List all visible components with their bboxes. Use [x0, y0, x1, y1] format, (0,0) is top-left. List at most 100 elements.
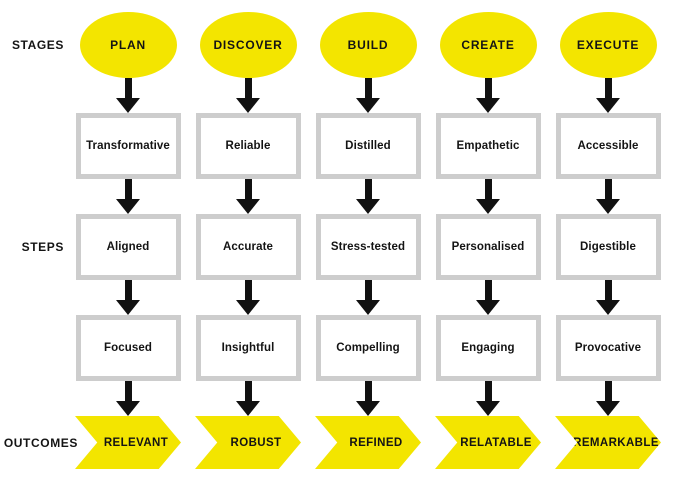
arrow-head — [596, 401, 620, 416]
step-label: Accessible — [577, 140, 639, 152]
step-label: Personalised — [451, 241, 525, 253]
arrow-down-icon — [236, 381, 260, 416]
arrow-down-icon — [356, 280, 380, 315]
step-box: Compelling — [315, 315, 421, 381]
arrow-stem — [484, 381, 492, 401]
stages-label: STAGES — [11, 38, 64, 52]
stage-column-discover: DISCOVER Reliable Accurate Insightful RO — [188, 12, 308, 469]
step-box: Stress-tested — [315, 214, 421, 280]
stage-column-build: BUILD Distilled Stress-tested Compelling — [308, 12, 428, 469]
arrow-stem — [124, 179, 132, 199]
step-label: Accurate — [222, 241, 274, 253]
stage-label: BUILD — [347, 38, 389, 52]
arrow-head — [116, 401, 140, 416]
stage-column-execute: EXECUTE Accessible Digestible Provocativ… — [548, 12, 668, 469]
outcomes-label-slot: OUTCOMES — [0, 416, 78, 469]
arrow-down-icon — [596, 381, 620, 416]
arrow-stem — [364, 381, 372, 401]
arrow-stem — [604, 179, 612, 199]
arrow-head — [116, 199, 140, 214]
arrow-head — [596, 300, 620, 315]
arrow-stem — [244, 280, 252, 300]
outcome-chevron: RELATABLE — [435, 416, 541, 469]
arrow-down-icon — [236, 78, 260, 113]
outcome-chevron: ROBUST — [195, 416, 301, 469]
arrow-stem — [364, 78, 372, 98]
arrow-down-icon — [116, 78, 140, 113]
arrow-head — [236, 401, 260, 416]
arrow-head — [116, 300, 140, 315]
step-label: Engaging — [461, 342, 515, 354]
arrow-head — [596, 199, 620, 214]
stage-ellipse: DISCOVER — [199, 12, 297, 78]
stage-label: PLAN — [110, 38, 146, 52]
arrow-stem — [364, 179, 372, 199]
arrow-head — [356, 300, 380, 315]
arrow-stem — [604, 78, 612, 98]
arrow-stem — [124, 78, 132, 98]
step-label: Focused — [104, 342, 152, 354]
step-label: Digestible — [580, 241, 636, 253]
arrow-stem — [604, 381, 612, 401]
step-label: Stress-tested — [330, 241, 406, 253]
step-label: Provocative — [574, 342, 642, 354]
arrow-down-icon — [236, 179, 260, 214]
step-box: Transformative — [75, 113, 181, 179]
step-box: Reliable — [195, 113, 301, 179]
stage-column-create: CREATE Empathetic Personalised Engaging — [428, 12, 548, 469]
diagram-grid: STAGES STEPS OUTCOMES PLAN Transformativ… — [0, 12, 668, 469]
arrow-down-icon — [116, 280, 140, 315]
step-box: Engaging — [435, 315, 541, 381]
steps-label: STEPS — [21, 240, 64, 254]
step-box: Digestible — [555, 214, 661, 280]
arrow-down-icon — [476, 179, 500, 214]
step-label: Compelling — [336, 342, 400, 354]
arrow-head — [476, 401, 500, 416]
step-label: Transformative — [86, 140, 170, 152]
outcome-label: RELEVANT — [103, 436, 169, 449]
arrow-head — [476, 98, 500, 113]
stage-label: EXECUTE — [576, 38, 640, 52]
step-label: Reliable — [225, 140, 271, 152]
arrow-down-icon — [356, 179, 380, 214]
stage-ellipse: EXECUTE — [559, 12, 657, 78]
arrow-head — [236, 199, 260, 214]
arrow-down-icon — [236, 280, 260, 315]
arrow-head — [236, 300, 260, 315]
step-box: Insightful — [195, 315, 301, 381]
arrow-down-icon — [596, 179, 620, 214]
arrow-down-icon — [476, 78, 500, 113]
arrow-down-icon — [476, 280, 500, 315]
step-box: Distilled — [315, 113, 421, 179]
arrow-head — [596, 98, 620, 113]
arrow-stem — [484, 78, 492, 98]
step-box: Accessible — [555, 113, 661, 179]
stage-column-plan: PLAN Transformative Aligned Focused RELE — [68, 12, 188, 469]
step-box: Provocative — [555, 315, 661, 381]
step-box: Accurate — [195, 214, 301, 280]
arrow-head — [116, 98, 140, 113]
arrow-down-icon — [596, 280, 620, 315]
arrow-head — [356, 98, 380, 113]
arrow-head — [356, 199, 380, 214]
stage-ellipse: CREATE — [439, 12, 537, 78]
outcome-chevron: RELEVANT — [75, 416, 181, 469]
stage-ellipse: BUILD — [319, 12, 417, 78]
arrow-stem — [244, 381, 252, 401]
spacer — [0, 78, 68, 214]
step-label: Insightful — [221, 342, 275, 354]
stages-label-slot: STAGES — [0, 12, 68, 78]
steps-label-slot: STEPS — [0, 214, 68, 280]
step-label: Empathetic — [456, 140, 520, 152]
step-box: Aligned — [75, 214, 181, 280]
step-label: Aligned — [106, 241, 150, 253]
stage-label: DISCOVER — [213, 38, 283, 52]
arrow-down-icon — [356, 381, 380, 416]
step-box: Focused — [75, 315, 181, 381]
outcomes-label: OUTCOMES — [3, 435, 78, 450]
arrow-down-icon — [476, 381, 500, 416]
outcome-label: REFINED — [349, 436, 403, 449]
outcome-label: RELATABLE — [460, 436, 532, 449]
axis-labels-column: STAGES STEPS OUTCOMES — [0, 12, 78, 469]
